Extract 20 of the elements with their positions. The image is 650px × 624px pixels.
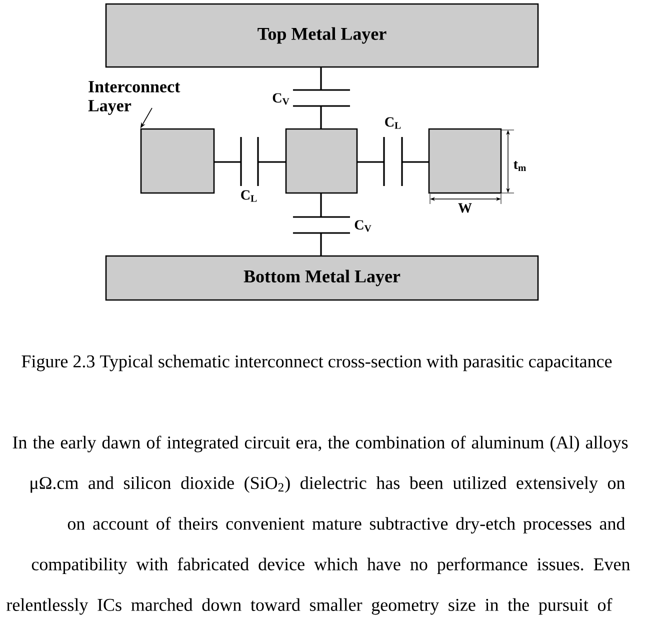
edge-label: C$_{L}$ <box>385 117 401 129</box>
capacitor-connector <box>292 192 351 257</box>
body-text: on account of theirs convenient mature subtractive dry-etch processes and <box>68 516 626 534</box>
body-text: μΩ.cm and silicon dioxide (SiO$_{2}$) dielectric has been utilized extensively on <box>30 476 625 493</box>
metal-layer-box: Top Metal Layer <box>105 3 539 68</box>
capacitor-connector <box>292 66 351 130</box>
capacitor-connector <box>213 136 287 187</box>
edge-label: C$_{V}$ <box>354 220 372 232</box>
edge-label: C$_{V}$ <box>272 93 290 105</box>
callout-label: Interconnect Layer <box>88 81 180 115</box>
body-text: compatibility with fabricated device which have no performance issues. Even <box>32 558 630 574</box>
interconnect-box <box>285 128 358 194</box>
metal-layer-box: Bottom Metal Layer <box>105 255 539 301</box>
figure-caption: Figure 2.3 Typical schematic interconnect cross-section with parasitic capacitance <box>22 354 612 372</box>
body-text: In the early dawn of integrated circuit era, the combination of aluminum (Al) alloys <box>12 436 628 452</box>
interconnect-box <box>428 128 502 194</box>
interconnect-box <box>140 128 215 194</box>
body-text: relentlessly ICs marched down toward smaller geometry size in the pursuit of <box>6 598 612 615</box>
capacitor-connector <box>356 136 430 187</box>
edge-label: C$_{L}$ <box>241 190 257 202</box>
